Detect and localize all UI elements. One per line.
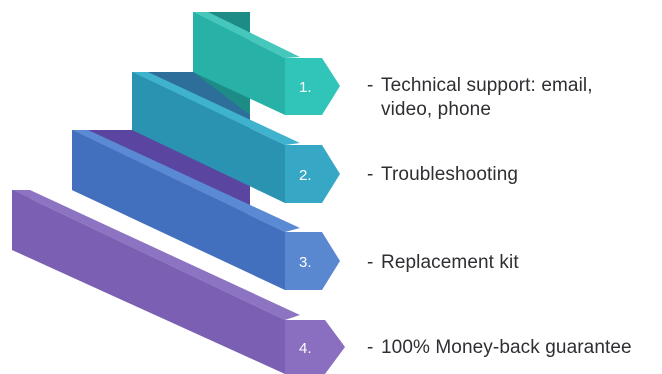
step-3-band bbox=[72, 130, 285, 290]
step-4-label: - 100% Money-back guarantee bbox=[367, 336, 632, 360]
step-3-label: - Replacement kit bbox=[367, 251, 519, 275]
step-2-text: Troubleshooting bbox=[381, 164, 519, 185]
step-3-dash: - bbox=[367, 252, 374, 273]
step-1-label: - Technical support: email, video, phone bbox=[367, 74, 593, 122]
step-2-tip bbox=[285, 145, 340, 203]
step-3-number: 3. bbox=[299, 254, 312, 271]
step-4-arrow: 4. bbox=[12, 190, 345, 374]
step-4-number: 4. bbox=[299, 340, 312, 357]
step-1-top bbox=[193, 12, 300, 58]
step-2-number: 2. bbox=[299, 167, 312, 184]
step-2-band bbox=[132, 72, 285, 203]
step-1-arrow: 1. bbox=[193, 12, 340, 115]
step-1-dash: - bbox=[367, 75, 374, 96]
step-2-dash: - bbox=[367, 164, 374, 185]
step-4-tip bbox=[285, 320, 345, 374]
step-4-band bbox=[12, 190, 285, 374]
step-3-top bbox=[72, 130, 300, 232]
step-1-number: 1. bbox=[299, 79, 312, 96]
step-4-top bbox=[12, 190, 300, 320]
step-1-band bbox=[193, 12, 285, 115]
step-4-dash: - bbox=[367, 337, 374, 358]
step-3-tip bbox=[285, 232, 340, 290]
step-3-text: Replacement kit bbox=[381, 252, 519, 273]
step-2-arrow: 2. bbox=[132, 72, 340, 203]
step-2-label: - Troubleshooting bbox=[367, 163, 518, 187]
step-1-tip bbox=[285, 58, 340, 115]
step-4-text: 100% Money-back guarantee bbox=[381, 337, 632, 358]
step-2-top bbox=[132, 72, 300, 145]
step-1-text: Technical support: email, video, phone bbox=[381, 75, 593, 120]
